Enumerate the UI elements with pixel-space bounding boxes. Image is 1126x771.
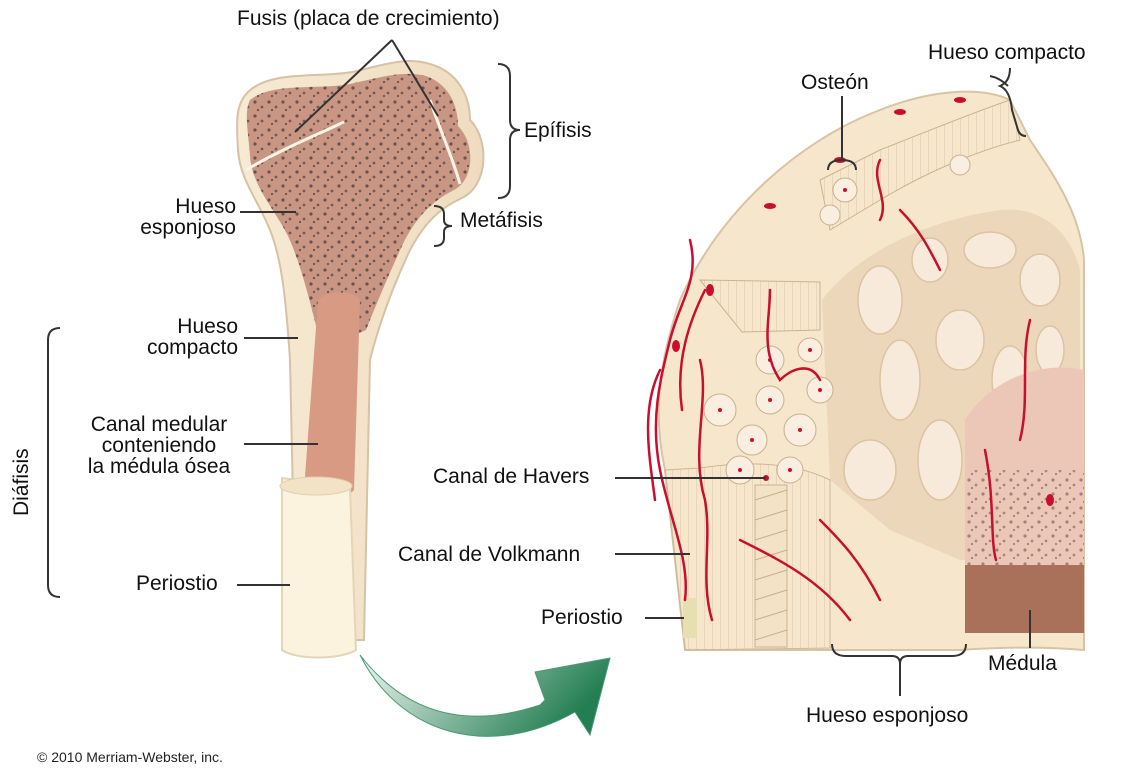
medula-block: [965, 565, 1084, 633]
label-hueso-esponjoso-left-line1: Hueso: [118, 196, 236, 217]
label-hueso-compacto-left: Hueso compacto: [120, 316, 238, 358]
label-canal-havers: Canal de Havers: [433, 466, 589, 487]
label-periostio-left: Periostio: [136, 573, 218, 594]
label-fusis: Fusis (placa de crecimiento): [237, 8, 500, 29]
transition-arrow: [360, 655, 610, 736]
label-hueso-compacto-left-line2: compacto: [120, 337, 238, 358]
haversian-column: [755, 485, 787, 647]
label-canal-volkmann: Canal de Volkmann: [398, 544, 580, 565]
label-canal-medular-line3: la médula ósea: [66, 456, 252, 477]
label-canal-medular: Canal medular conteniendo la médula ósea: [66, 414, 252, 477]
label-metafisis: Metáfisis: [460, 210, 543, 231]
copyright-notice: © 2010 Merriam-Webster, inc.: [37, 749, 223, 765]
label-canal-medular-line2: conteniendo: [66, 435, 252, 456]
periosteum-sleeve: [282, 478, 356, 658]
label-canal-medular-line1: Canal medular: [66, 414, 252, 435]
label-diafisis: Diáfisis: [10, 476, 34, 516]
bone-cross-section: [648, 92, 1084, 650]
shaft-cut-top: [280, 477, 352, 495]
long-bone: [237, 61, 483, 657]
periosteum-layer: [683, 598, 697, 638]
label-periostio-right: Periostio: [541, 607, 623, 628]
label-hueso-compacto-right: Hueso compacto: [928, 42, 1086, 63]
label-hueso-esponjoso-right: Hueso esponjoso: [806, 705, 968, 726]
label-medula: Médula: [988, 653, 1057, 674]
label-hueso-esponjoso-left-line2: esponjoso: [118, 217, 236, 238]
label-hueso-esponjoso-left: Hueso esponjoso: [118, 196, 236, 238]
marrow-dots: [965, 470, 1084, 565]
label-osteon: Osteón: [801, 72, 869, 93]
label-hueso-compacto-left-line1: Hueso: [120, 316, 238, 337]
label-epifisis: Epífisis: [524, 120, 592, 141]
